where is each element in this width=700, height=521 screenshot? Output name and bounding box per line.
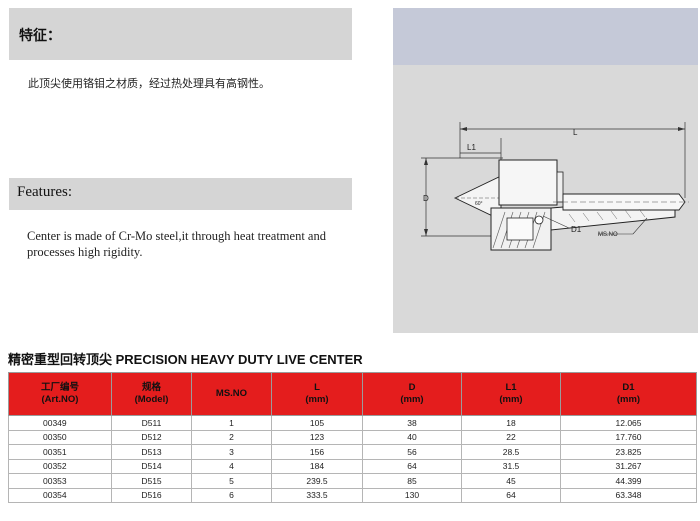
column-header-unit: (mm) xyxy=(616,394,641,405)
column-header-label: 工厂编号 xyxy=(40,382,79,393)
table-cell: 130 xyxy=(362,487,462,503)
table-cell: 2 xyxy=(191,429,272,445)
table-cell: 6 xyxy=(191,487,272,503)
table-title: 精密重型回转顶尖 PRECISION HEAVY DUTY LIVE CENTE… xyxy=(8,352,363,367)
dim-L-label: L xyxy=(573,128,578,137)
column-header: L(mm) xyxy=(271,372,363,416)
table-cell: 00349 xyxy=(8,415,112,431)
table-cell: 31.267 xyxy=(560,458,697,474)
features-en-text: Center is made of Cr-Mo steel,it through… xyxy=(27,229,326,259)
table-cell: 1 xyxy=(191,415,272,431)
table-cell: 184 xyxy=(271,458,363,474)
table-cell: D514 xyxy=(111,458,192,474)
column-header-label: D xyxy=(408,382,416,393)
column-header: MS.NO xyxy=(191,372,272,416)
table-cell: 28.5 xyxy=(461,444,561,460)
live-center-drawing: L L1 D 60° D1 MS.NO xyxy=(421,122,689,251)
dim-D1-label: D1 xyxy=(571,225,582,234)
table-cell: D513 xyxy=(111,444,192,460)
column-header-label: MS.NO xyxy=(215,388,248,399)
column-header-label: L1 xyxy=(505,382,517,393)
table-cell: 3 xyxy=(191,444,272,460)
features-cn-heading: 特征： xyxy=(19,27,61,43)
column-header-unit: (mm) xyxy=(305,394,329,405)
table-cell: 00350 xyxy=(8,429,112,445)
table-cell: 31.5 xyxy=(461,458,561,474)
features-en-header: Features: xyxy=(9,178,352,210)
table-cell: 00354 xyxy=(8,487,112,503)
table-cell: 5 xyxy=(191,473,272,489)
table-cell: 38 xyxy=(362,415,462,431)
column-header-label: L xyxy=(314,382,320,393)
table-cell: 85 xyxy=(362,473,462,489)
table-cell: 00353 xyxy=(8,473,112,489)
column-header: 规格(Model) xyxy=(111,372,192,416)
table-cell: 64 xyxy=(362,458,462,474)
table-cell: D516 xyxy=(111,487,192,503)
table-cell: 156 xyxy=(271,444,363,460)
column-header-unit: (mm) xyxy=(499,394,523,405)
table-cell: 00351 xyxy=(8,444,112,460)
column-header-label: 规格 xyxy=(141,382,161,393)
features-en-heading: Features: xyxy=(17,184,72,200)
column-header: D1(mm) xyxy=(560,372,697,416)
dim-L1-label: L1 xyxy=(467,143,476,152)
column-header-unit: (Art.NO) xyxy=(41,394,79,405)
table-cell: D511 xyxy=(111,415,192,431)
table-cell: 44.399 xyxy=(560,473,697,489)
dim-D-label: D xyxy=(423,194,429,203)
column-header: 工厂编号(Art.NO) xyxy=(8,372,112,416)
table-cell: 4 xyxy=(191,458,272,474)
angle-label: 60° xyxy=(475,201,483,207)
table-cell: 23.825 xyxy=(560,444,697,460)
table-cell: 63.348 xyxy=(560,487,697,503)
table-cell: 123 xyxy=(271,429,363,445)
table-cell: 64 xyxy=(461,487,561,503)
column-header-unit: (Model) xyxy=(134,394,169,405)
features-cn-text: 此顶尖使用铬钼之材质，经过热处理具有高钢性。 xyxy=(28,78,270,90)
table-cell: 56 xyxy=(362,444,462,460)
table-cell: 18 xyxy=(461,415,561,431)
column-header: D(mm) xyxy=(362,372,462,416)
table-cell: 17.760 xyxy=(560,429,697,445)
features-cn-header: 特征： xyxy=(9,8,352,60)
drawing-panel-top xyxy=(393,8,698,65)
table-cell: 40 xyxy=(362,429,462,445)
table-cell: 105 xyxy=(271,415,363,431)
ms-no-label: MS.NO xyxy=(598,232,618,238)
table-cell: 239.5 xyxy=(271,473,363,489)
table-cell: 333.5 xyxy=(271,487,363,503)
table-cell: 00352 xyxy=(8,458,112,474)
table-cell: 12.065 xyxy=(560,415,697,431)
column-header: L1(mm) xyxy=(461,372,561,416)
column-header-label: D1 xyxy=(622,382,635,393)
column-header-unit: (mm) xyxy=(400,394,424,405)
table-cell: 22 xyxy=(461,429,561,445)
table-cell: D512 xyxy=(111,429,192,445)
table-cell: D515 xyxy=(111,473,192,489)
table-cell: 45 xyxy=(461,473,561,489)
